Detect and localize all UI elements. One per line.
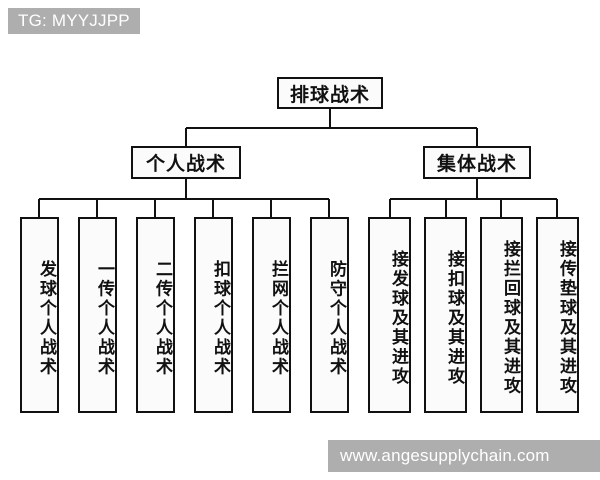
watermark-bottom-right: www.angesupplychain.com bbox=[328, 440, 600, 472]
leaf-node-block-rebound-attack: 接拦回球及其进攻 bbox=[480, 217, 523, 413]
watermark-top-left: TG: MYYJJPP bbox=[8, 8, 140, 34]
leaf-node-spike-receive-attack: 接扣球及其进攻 bbox=[424, 217, 467, 413]
leaf-node-block-individual: 拦网个人战术 bbox=[252, 217, 291, 413]
node-root: 排球战术 bbox=[277, 77, 383, 109]
leaf-node-setting-individual: 二传个人战术 bbox=[136, 217, 175, 413]
leaf-node-spike-individual: 扣球个人战术 bbox=[194, 217, 233, 413]
leaf-node-pass-dig-attack: 接传垫球及其进攻 bbox=[536, 217, 579, 413]
leaf-node-first-pass-individual: 一传个人战术 bbox=[78, 217, 117, 413]
leaf-node-defense-individual: 防守个人战术 bbox=[310, 217, 349, 413]
leaf-node-serve-individual: 发球个人战术 bbox=[20, 217, 59, 413]
node-team-tactics: 集体战术 bbox=[423, 146, 531, 179]
leaf-node-serve-receive-attack: 接发球及其进攻 bbox=[368, 217, 411, 413]
node-individual-tactics: 个人战术 bbox=[131, 146, 241, 179]
